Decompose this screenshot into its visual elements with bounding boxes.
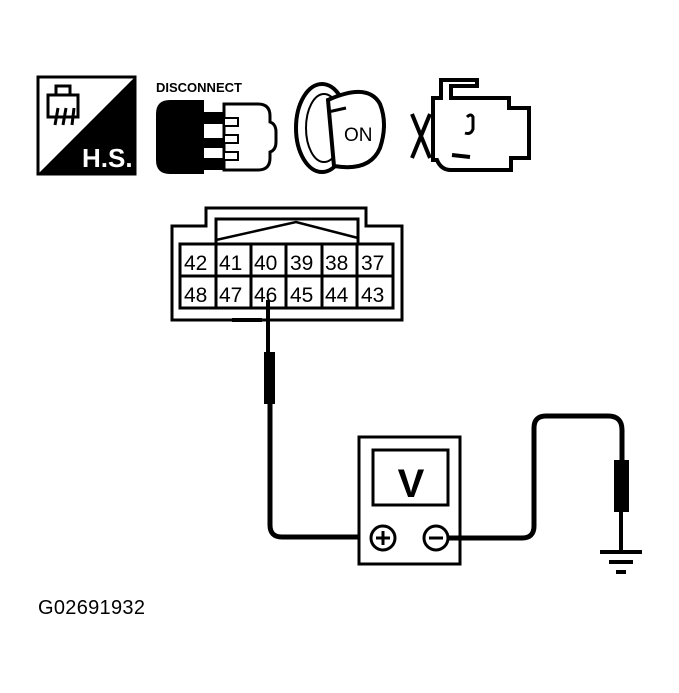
positive-terminal bbox=[369, 524, 397, 552]
disconnect-label: DISCONNECT bbox=[156, 80, 242, 95]
negative-terminal bbox=[422, 524, 450, 552]
positive-probe-lead bbox=[264, 300, 368, 540]
pin-48: 48 bbox=[184, 284, 207, 307]
meter-display: V bbox=[398, 462, 425, 506]
pin-45: 45 bbox=[290, 284, 313, 307]
ignition-key-on-icon: ON bbox=[294, 82, 386, 174]
ground-icon bbox=[600, 550, 642, 574]
pin-47: 47 bbox=[219, 284, 242, 307]
ignition-on-label: ON bbox=[344, 125, 373, 146]
pin-37: 37 bbox=[361, 252, 384, 275]
pin-40: 40 bbox=[254, 252, 277, 275]
figure-id: G02691932 bbox=[38, 597, 146, 619]
pin-43: 43 bbox=[361, 284, 384, 307]
connector-pin-grid: 42 41 40 39 38 37 48 47 46 45 44 43 bbox=[178, 242, 395, 310]
negative-probe-lead bbox=[448, 413, 629, 551]
pin-42: 42 bbox=[184, 252, 207, 275]
pin-39: 39 bbox=[290, 252, 313, 275]
pin-44: 44 bbox=[325, 284, 349, 307]
engine-off-icon bbox=[410, 78, 531, 172]
harness-side-icon: H.S. bbox=[36, 75, 137, 176]
pin-46: 46 bbox=[254, 284, 277, 307]
disconnect-connector-icon: DISCONNECT bbox=[156, 80, 278, 174]
voltmeter: V bbox=[357, 435, 462, 566]
hs-label: H.S. bbox=[82, 143, 133, 173]
pin-38: 38 bbox=[325, 252, 348, 275]
pin-41: 41 bbox=[219, 252, 242, 275]
connector-housing bbox=[170, 206, 404, 322]
